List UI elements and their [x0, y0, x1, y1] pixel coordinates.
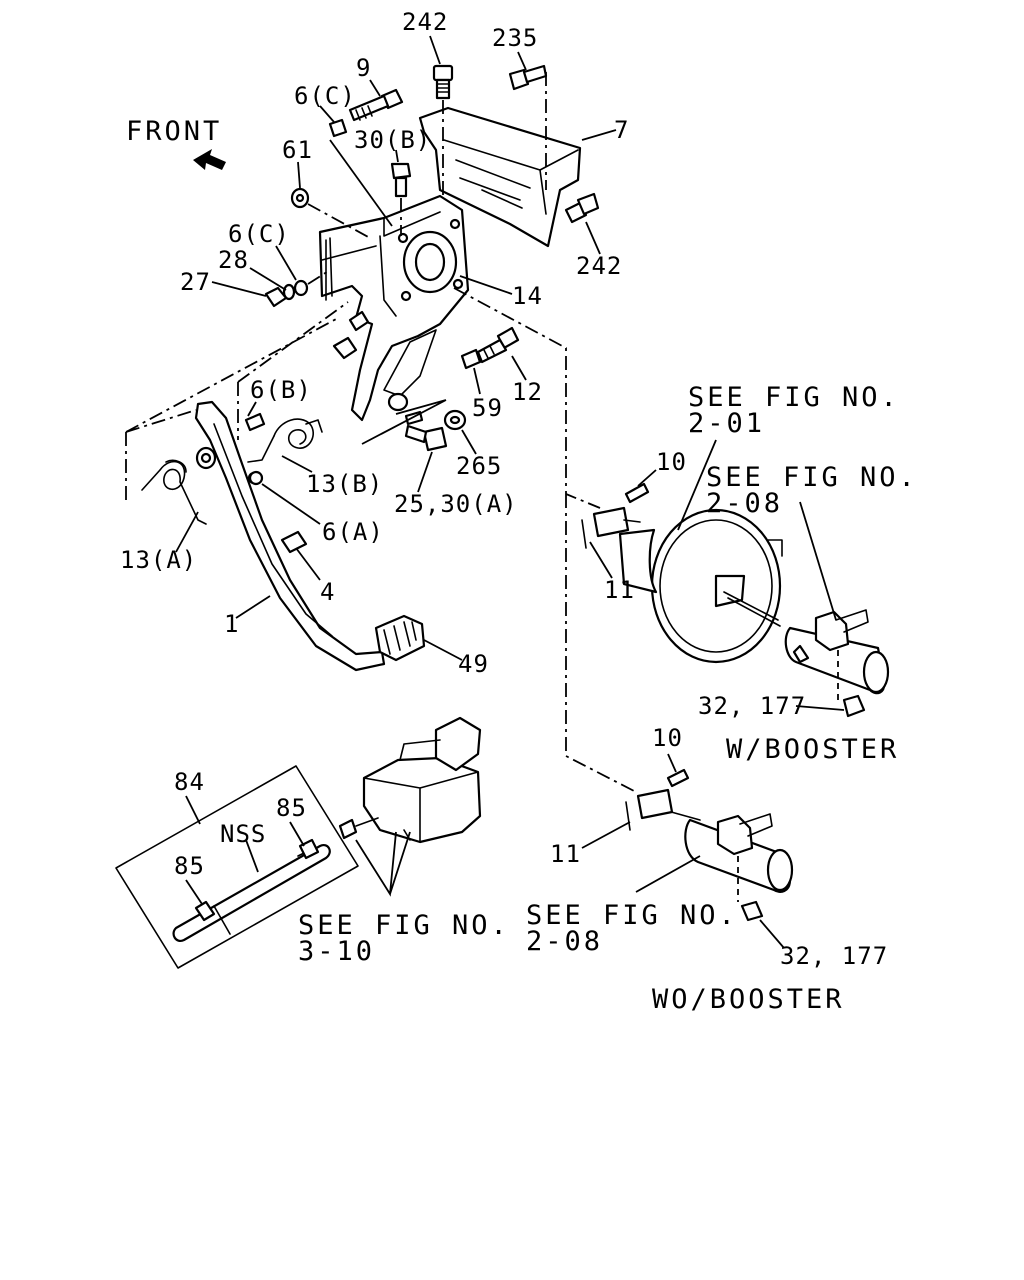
front-arrow-icon	[193, 149, 226, 170]
clip-4	[280, 530, 308, 554]
callout-6c-mid: 6(C)	[228, 220, 290, 248]
ref-2-01-line1: SEE FIG NO.	[688, 382, 900, 413]
callout-59: 59	[472, 394, 503, 422]
bolt-30b	[390, 162, 412, 198]
bolt-9	[348, 88, 404, 122]
callout-9: 9	[356, 54, 371, 82]
front-label: FRONT	[126, 116, 222, 147]
leader-27-axis	[307, 269, 331, 285]
callout-nss: NSS	[220, 820, 266, 848]
pedal-pad-49	[374, 614, 426, 662]
nut-59	[460, 348, 482, 370]
callout-6a: 6(A)	[322, 518, 384, 546]
master-cylinder-top	[784, 609, 890, 718]
callout-7: 7	[614, 116, 629, 144]
nut-6c-top	[328, 118, 348, 138]
pedal-bracket-14	[318, 194, 470, 422]
ref-2-08-top-line2: 2-08	[706, 488, 783, 519]
variant-captions: W/BOOSTER WO/BOOSTER	[652, 734, 899, 1015]
leader-61-axis	[307, 203, 371, 239]
bolt-25-30a	[404, 410, 448, 452]
nut-32-177-bottom	[740, 900, 764, 922]
callout-242-right: 242	[576, 252, 622, 280]
callout-28: 28	[218, 246, 249, 274]
bush-6a	[248, 470, 264, 486]
callout-25-30a: 25,30(A)	[394, 490, 518, 518]
callout-6c-top: 6(C)	[294, 82, 356, 110]
pin-10-bottom	[666, 768, 690, 788]
caption-with-booster: W/BOOSTER	[726, 734, 899, 765]
callout-27: 27	[180, 268, 211, 296]
leader-pushrod-axis	[453, 287, 637, 793]
callout-84: 84	[174, 768, 205, 796]
ref-2-08-bottom-line2: 2-08	[526, 926, 603, 957]
bolt-12	[476, 326, 520, 364]
clevis-11-top	[581, 506, 641, 549]
bolt-242-top	[432, 64, 454, 100]
callout-12: 12	[512, 378, 543, 406]
callout-labels: 242 235 9 6(C) 7 61 30(B) 6(C) 28 27 242…	[120, 8, 888, 970]
reservoir	[338, 716, 482, 844]
callout-6b: 6(B)	[250, 376, 312, 404]
callout-32-177-top: 32, 177	[698, 692, 806, 720]
pin-10-top	[624, 482, 650, 504]
figure-references: SEE FIG NO. 2-01 SEE FIG NO. 2-08 SEE FI…	[298, 382, 918, 967]
ref-3-10-line1: SEE FIG NO.	[298, 910, 510, 941]
leader-265-lines	[361, 399, 447, 445]
ref-2-01-line2: 2-01	[688, 408, 765, 439]
callout-1: 1	[224, 610, 239, 638]
callout-235: 235	[492, 24, 538, 52]
callout-11-bottom: 11	[550, 840, 581, 868]
washer-61	[290, 187, 310, 209]
bolt-235	[508, 64, 548, 91]
leader-lines	[175, 35, 845, 949]
spring-13a	[141, 459, 207, 525]
bush-265	[443, 409, 467, 431]
hose-kit-84	[115, 765, 359, 969]
clevis-11-bottom	[625, 788, 674, 831]
front-indicator: FRONT	[126, 116, 226, 170]
bolt-242-right	[564, 192, 600, 224]
callout-49: 49	[458, 650, 489, 678]
callout-10-bottom: 10	[652, 724, 683, 752]
clip-6b	[244, 412, 266, 432]
brake-booster	[618, 508, 783, 664]
callout-242-top: 242	[402, 8, 448, 36]
callout-13b: 13(B)	[306, 470, 383, 498]
callout-4: 4	[320, 578, 335, 606]
leader-3-10-lines	[355, 831, 411, 897]
leader-pedal-axis	[125, 301, 349, 502]
caption-without-booster: WO/BOOSTER	[652, 984, 845, 1015]
ref-2-08-bottom-line1: SEE FIG NO.	[526, 900, 738, 931]
callout-32-177-bottom: 32, 177	[780, 942, 888, 970]
callout-30b: 30(B)	[354, 126, 431, 154]
master-cylinder-bottom	[663, 809, 794, 893]
callout-85-right: 85	[276, 794, 307, 822]
callout-85-left: 85	[174, 852, 205, 880]
callout-61: 61	[282, 136, 313, 164]
callout-11-top: 11	[604, 576, 635, 604]
leader-6c-top-axis	[329, 139, 393, 227]
callout-10-top: 10	[656, 448, 687, 476]
washer-28	[282, 283, 296, 301]
spring-13b	[247, 418, 323, 463]
nut-6c-mid	[293, 279, 309, 297]
ref-2-08-top-line1: SEE FIG NO.	[706, 462, 918, 493]
callout-13a: 13(A)	[120, 546, 197, 574]
ref-3-10-line2: 3-10	[298, 936, 375, 967]
callout-265: 265	[456, 452, 502, 480]
upper-bracket-7	[418, 106, 582, 248]
callout-14: 14	[512, 282, 543, 310]
